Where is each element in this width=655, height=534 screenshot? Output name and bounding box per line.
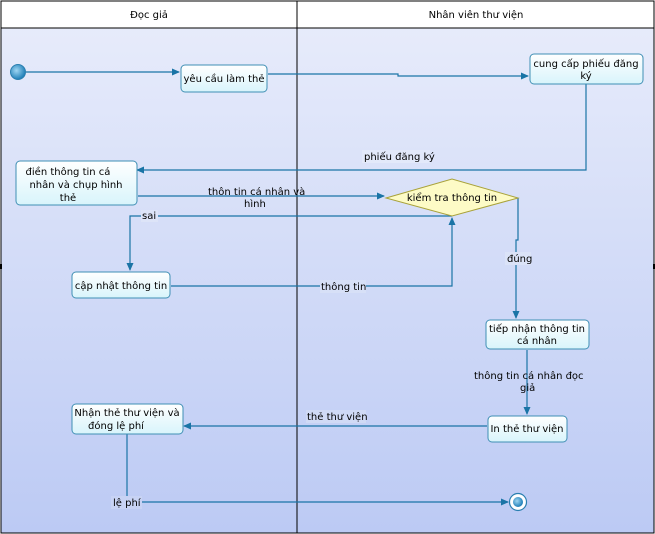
flow-wrong — [126, 215, 452, 271]
activity-update-info: cập nhật thông tin — [71, 271, 171, 299]
flow-labels: phiếu đăng ký thôn tin cá nhân và hình s… — [111, 150, 584, 509]
activity-provide-form: cung cấp phiếu đăng ký — [529, 53, 644, 85]
activity-receive-info-label-1: tiếp nhận thông tin — [489, 323, 585, 335]
activity-receive-card-label-2: đóng lệ phí — [88, 420, 145, 432]
label-fee: lệ phí — [113, 497, 142, 509]
decision-check-info-label: kiểm tra thông tin — [407, 191, 497, 204]
label-personal-info-1: thôn tin cá nhân và — [208, 186, 305, 198]
activity-print-card: In thẻ thư viện — [487, 415, 568, 443]
flow-form — [136, 84, 587, 174]
activity-request-card: yêu cầu làm thẻ — [180, 64, 268, 93]
activity-receive-info: tiếp nhận thông tin cá nhân — [485, 319, 590, 350]
start-node — [10, 64, 26, 80]
decision-check-info: kiểm tra thông tin — [384, 178, 520, 217]
label-wrong: sai — [142, 211, 156, 222]
lane-reader-title: Đọc giả — [130, 9, 168, 21]
activity-receive-info-label-2: cá nhân — [517, 335, 557, 347]
activity-update-info-label: cập nhật thông tin — [75, 280, 167, 292]
lane-librarian-title: Nhân viên thư viện — [429, 9, 524, 21]
label-card: thẻ thư viện — [307, 411, 368, 423]
frame-handles — [0, 264, 655, 269]
label-correct: đúng — [507, 253, 532, 265]
flows — [26, 68, 587, 506]
flow-request-to-provide — [268, 72, 529, 80]
end-node — [508, 492, 528, 512]
label-reader-info-1: thông tin cá nhân đọc — [474, 370, 584, 382]
activity-fill-info-label-3: thẻ — [60, 192, 76, 204]
activity-fill-info-label-1: điền thông tin cá — [26, 166, 111, 178]
flow-correct — [512, 198, 520, 319]
activity-request-card-label: yêu cầu làm thẻ — [184, 73, 265, 85]
lane-librarian-header — [297, 1, 654, 28]
label-reader-info-2: giả — [520, 382, 535, 394]
activity-provide-form-label-2: ký — [580, 70, 591, 82]
activity-receive-card: Nhận thẻ thư viện và đóng lệ phí — [71, 403, 184, 435]
activity-fill-info: điền thông tin cá nhân và chụp hình thẻ — [15, 160, 138, 206]
label-info: thông tin — [321, 281, 366, 293]
activity-provide-form-label-1: cung cấp phiếu đăng — [533, 58, 638, 70]
lane-librarian — [297, 1, 654, 533]
activity-receive-card-label-1: Nhận thẻ thư viện và — [74, 407, 179, 419]
activity-fill-info-label-2: nhân và chụp hình — [29, 179, 122, 191]
activity-print-card-label: In thẻ thư viện — [490, 423, 563, 435]
label-form: phiếu đăng ký — [364, 151, 435, 163]
label-personal-info-2: hình — [244, 198, 266, 210]
flow-info — [171, 217, 456, 287]
lane-reader-header — [1, 1, 297, 28]
